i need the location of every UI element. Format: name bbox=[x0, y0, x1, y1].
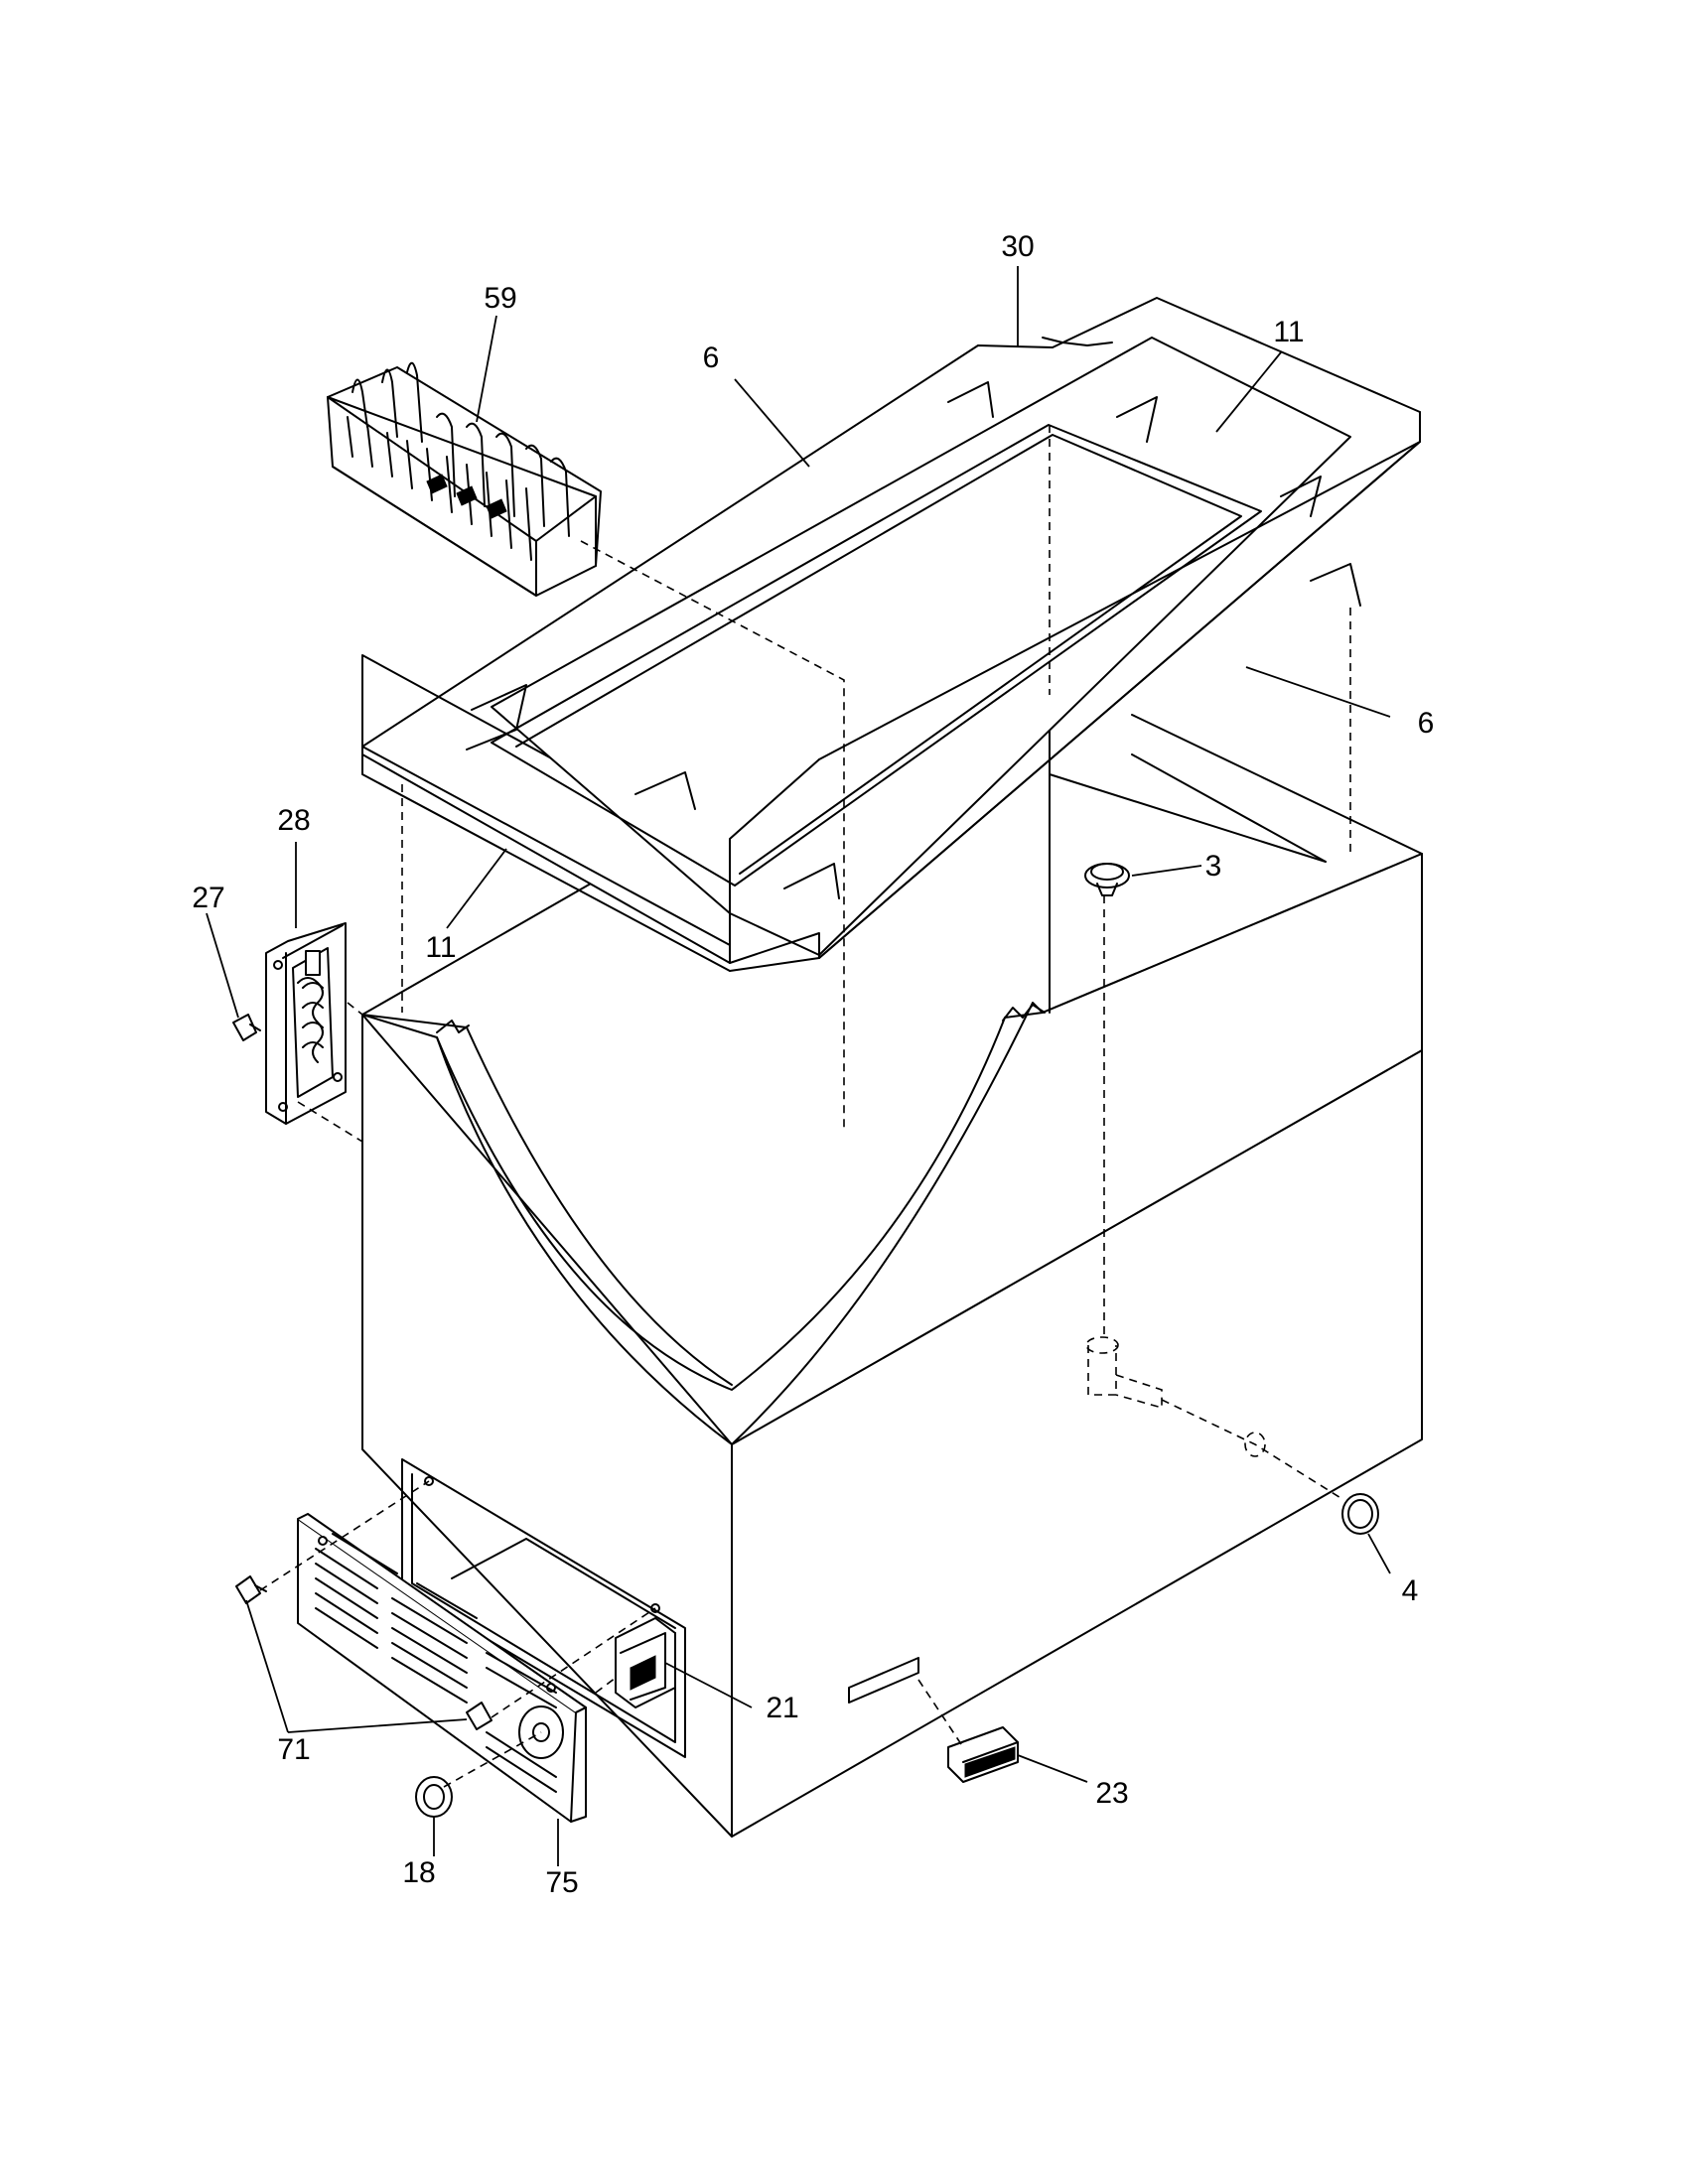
hinge-screw bbox=[232, 1014, 261, 1041]
drain-gasket bbox=[1244, 1432, 1266, 1457]
callout-75: 75 bbox=[545, 1866, 578, 1899]
leader-lines bbox=[206, 266, 1391, 1866]
callout-4: 4 bbox=[1402, 1574, 1419, 1607]
callout-6-right: 6 bbox=[1418, 707, 1435, 740]
breaker-trim-frame bbox=[361, 297, 1421, 972]
callout-71: 71 bbox=[277, 1733, 310, 1766]
callout-11-left: 11 bbox=[425, 931, 456, 964]
front-grille bbox=[297, 1513, 587, 1823]
callout-21: 21 bbox=[766, 1692, 798, 1724]
callout-6-top: 6 bbox=[703, 341, 720, 374]
light-switch-opening bbox=[848, 1657, 919, 1704]
callout-59: 59 bbox=[484, 282, 516, 315]
callout-labels: 30 59 6 11 6 28 27 3 11 4 21 71 23 18 75 bbox=[192, 230, 1434, 1899]
drain-tube bbox=[1085, 1336, 1163, 1410]
callout-11-top: 11 bbox=[1273, 316, 1304, 348]
temperature-control bbox=[615, 1617, 676, 1708]
callout-27: 27 bbox=[192, 882, 224, 914]
light-switch bbox=[947, 1726, 1019, 1783]
control-knob bbox=[415, 1776, 453, 1818]
callout-23: 23 bbox=[1095, 1777, 1128, 1810]
callout-28: 28 bbox=[277, 804, 310, 837]
drain-plug bbox=[1084, 863, 1130, 896]
grille-screws bbox=[235, 1575, 492, 1730]
assembly-lines bbox=[259, 425, 1351, 1788]
callout-18: 18 bbox=[402, 1856, 435, 1889]
callout-30: 30 bbox=[1001, 230, 1034, 263]
hinge-assembly bbox=[265, 922, 347, 1125]
callout-3: 3 bbox=[1205, 850, 1222, 883]
drain-cap bbox=[1341, 1493, 1379, 1535]
storage-basket bbox=[327, 361, 602, 597]
